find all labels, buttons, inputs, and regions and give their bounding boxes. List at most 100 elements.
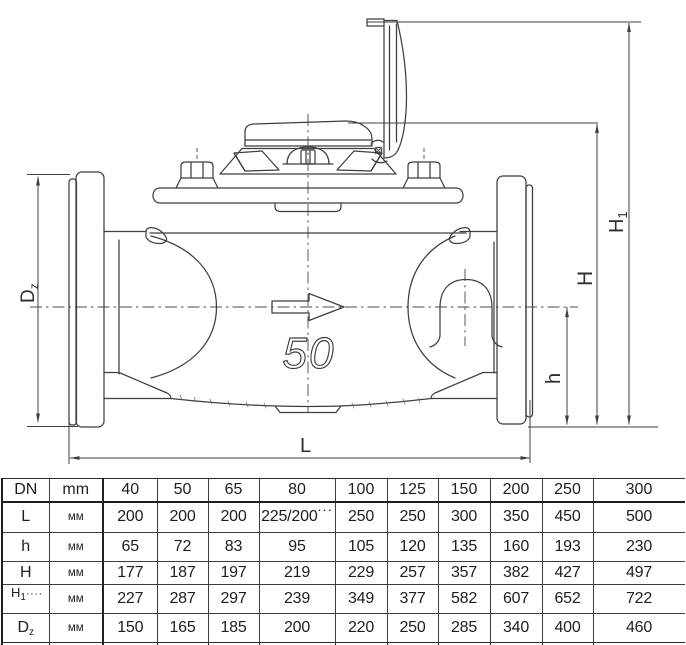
cell-Dz-65: 185: [207, 612, 260, 643]
cell-L-200: 350: [489, 501, 543, 533]
register-dome: [244, 120, 373, 147]
cell-L-125: 250: [386, 501, 439, 533]
col-header-dn250: 250: [541, 478, 594, 503]
meter-head: [152, 120, 464, 213]
right-lug: [448, 227, 471, 245]
row-label-H1: H1····: [1, 583, 50, 614]
row-unit: мм: [48, 583, 104, 614]
col-header-dn: DN: [1, 478, 50, 503]
cell-h-100: 105: [334, 531, 388, 562]
cell-L-100: 250: [334, 501, 388, 533]
h1-label: H1: [606, 211, 630, 233]
dimension-labels: Dz L h H H1: [18, 211, 630, 457]
table-cutoff-row: [1, 641, 685, 645]
cell-Dz-100: 220: [334, 612, 388, 643]
cell-h-50: 72: [156, 531, 209, 562]
row-label-Dz: Dz: [1, 612, 50, 643]
inlet-dome-arc: [150, 235, 218, 379]
col-header-dn150: 150: [437, 478, 491, 503]
cell-H1-80: 239: [258, 583, 336, 614]
dimension-table: DN mm 40 50 65 80 100 125 150 200 250 30…: [1, 478, 685, 645]
row-label-H: H: [1, 560, 50, 585]
l-label: L: [300, 435, 311, 457]
cell-H-100: 229: [334, 560, 388, 585]
cell-H-300: 497: [592, 560, 685, 585]
table-row-h: h мм 65 72 83 95 105 120 135 160 193 230: [1, 531, 685, 562]
table-row-Dz: Dz мм 150 165 185 200 220 250 285 340 40…: [1, 612, 685, 643]
casting-ticks: [179, 394, 421, 409]
row-unit: мм: [48, 560, 104, 585]
cell-Dz-200: 340: [489, 612, 543, 643]
cell-H-65: 197: [207, 560, 260, 585]
cell-h-40: 65: [102, 531, 158, 562]
outlet-dome-arc: [407, 235, 456, 379]
cell-L-40: 200: [102, 501, 158, 533]
right-flange: [493, 175, 534, 425]
row-unit: мм: [48, 531, 104, 562]
cell-H1-100: 349: [334, 583, 388, 614]
cover-plate-tab: [274, 202, 342, 213]
left-lug: [145, 227, 168, 245]
cell-Dz-250: 400: [541, 612, 594, 643]
col-header-dn100: 100: [334, 478, 388, 503]
water-meter-drawing: 50 Dz L h H H1: [18, 18, 658, 464]
row-unit: мм: [48, 501, 104, 533]
table-row-H1: H1···· мм 227 287 297 239 349 377 582 60…: [1, 583, 685, 614]
cell-H-125: 257: [386, 560, 439, 585]
screw-slot: [305, 149, 311, 165]
body-bottom: [170, 397, 432, 408]
left-bolt: [175, 161, 219, 189]
col-header-dn50: 50: [156, 478, 209, 503]
cell-H1-300: 722: [592, 583, 685, 614]
cell-L-50: 200: [156, 501, 209, 533]
cell-h-200: 160: [489, 531, 543, 562]
cell-H-40: 177: [102, 560, 158, 585]
meter-barrel: [103, 227, 503, 414]
h-label: h: [543, 373, 565, 384]
cell-H1-250: 652: [541, 583, 594, 614]
lid-open: [366, 18, 408, 159]
cell-H1-200: 607: [489, 583, 543, 614]
row-label-L: L: [1, 501, 50, 533]
cell-H-150: 357: [437, 560, 491, 585]
cell-H1-125: 377: [386, 583, 439, 614]
cell-L-65: 200: [207, 501, 260, 533]
bottom-foot-tab: [274, 405, 342, 414]
cell-Dz-50: 165: [156, 612, 209, 643]
row-label-h: h: [1, 531, 50, 562]
cell-Dz-80: 200: [258, 612, 336, 643]
lid-outer-edge: [383, 19, 408, 159]
cell-h-125: 120: [386, 531, 439, 562]
cell-Dz-150: 285: [437, 612, 491, 643]
row-unit: мм: [48, 612, 104, 643]
valve-body: [68, 18, 534, 428]
cell-Dz-40: 150: [102, 612, 158, 643]
center-boss: [286, 146, 330, 165]
right-bolt: [402, 161, 446, 189]
cell-H1-150: 582: [437, 583, 491, 614]
col-header-dn40: 40: [102, 478, 158, 503]
cell-H-250: 427: [541, 560, 594, 585]
dimension-table-wrap: DN mm 40 50 65 80 100 125 150 200 250 30…: [1, 478, 685, 645]
cell-H1-50: 287: [156, 583, 209, 614]
cell-Dz-125: 250: [386, 612, 439, 643]
cell-h-300: 230: [592, 531, 685, 562]
col-header-dn200: 200: [489, 478, 543, 503]
cell-L-150: 300: [437, 501, 491, 533]
col-header-dn300: 300: [592, 478, 685, 503]
cell-h-80: 95: [258, 531, 336, 562]
cell-h-65: 83: [207, 531, 260, 562]
table-header-row: DN mm 40 50 65 80 100 125 150 200 250 30…: [1, 478, 685, 503]
col-header-dn65: 65: [207, 478, 260, 503]
table-row-H: H мм 177 187 197 219 229 257 357 382 427…: [1, 560, 685, 585]
col-header-dn125: 125: [386, 478, 439, 503]
table-row-L: L мм 200 200 200 225/200˙˙˙ 250 250 300 …: [1, 501, 685, 533]
col-header-dn80: 80: [258, 478, 336, 503]
dz-label: Dz: [18, 283, 41, 303]
lid-hinge: [370, 139, 388, 164]
cell-H-80: 219: [258, 560, 336, 585]
cell-h-250: 193: [541, 531, 594, 562]
cell-H1-65: 297: [207, 583, 260, 614]
hmid-label: H: [574, 271, 597, 286]
